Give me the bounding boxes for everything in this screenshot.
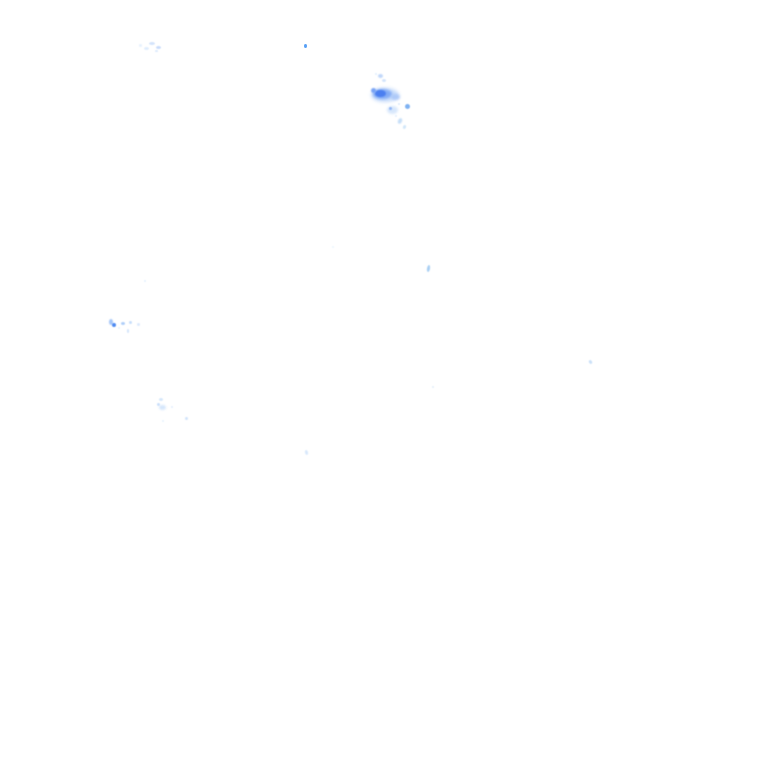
precipitation-cell	[587, 359, 593, 365]
precipitation-cell	[303, 449, 309, 455]
precipitation-cell	[155, 45, 161, 49]
precipitation-cell	[171, 406, 173, 408]
precipitation-cell	[149, 41, 155, 45]
precipitation-cell	[396, 117, 404, 125]
precipitation-cell	[377, 74, 383, 78]
precipitation-cell	[159, 397, 163, 401]
precipitation-cell	[184, 416, 188, 420]
precipitation-cell	[121, 321, 125, 325]
precipitation-cell	[398, 103, 400, 105]
precipitation-cell	[156, 402, 160, 406]
precipitation-cell	[425, 264, 431, 272]
precipitation-cell	[388, 106, 392, 110]
precipitation-cell	[162, 420, 164, 422]
precipitation-cell	[395, 115, 397, 117]
precipitation-cell	[382, 78, 386, 82]
precipitation-cell	[138, 43, 142, 47]
precipitation-cell	[374, 89, 386, 97]
precipitation-cell	[136, 322, 140, 326]
precipitation-cell	[154, 50, 158, 52]
precipitation-cell	[109, 319, 113, 325]
precipitation-cell	[401, 124, 407, 130]
precipitation-cell	[144, 280, 146, 282]
precipitation-cell	[375, 73, 377, 75]
precipitation-cell	[432, 386, 434, 388]
precipitation-cell	[118, 327, 120, 329]
precipitation-cell	[143, 46, 149, 50]
precipitation-cell	[158, 404, 166, 410]
precipitation-cell	[128, 320, 132, 324]
precipitation-cell	[404, 103, 410, 109]
precipitation-cell	[390, 94, 400, 100]
precipitation-cell	[370, 87, 376, 93]
precipitation-cell	[127, 329, 129, 333]
precipitation-cell	[332, 246, 334, 248]
precipitation-cell	[112, 323, 116, 327]
precipitation-cell	[303, 44, 307, 48]
precipitation-cell	[386, 106, 398, 114]
